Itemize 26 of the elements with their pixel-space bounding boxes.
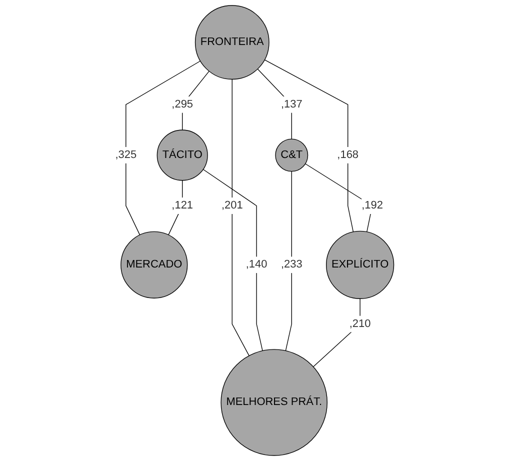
edge-label: ,201 [221,200,243,212]
edge-label: ,121 [172,200,194,212]
edge-label: ,168 [337,149,359,161]
node-circle: EXPLÍCITO [326,230,394,299]
node-circle: TÁCITO [156,130,208,181]
node-circle: MERCADO [120,231,188,298]
edge-label: ,140 [246,258,268,270]
edge-label: ,233 [280,258,302,270]
connector [182,70,210,130]
connector [202,169,263,352]
node-circle: C&T [275,138,308,172]
connector [257,68,292,140]
edge-label: ,295 [172,98,194,110]
node-circle: MELHORES PRÁT. [220,349,328,456]
node-circle: FRONTEIRA [194,5,270,80]
edge-label: ,210 [349,318,371,330]
connector [312,298,360,368]
connector [264,60,354,232]
edge-label: ,192 [362,200,383,212]
edge-label: ,137 [280,98,302,110]
connector [126,60,201,236]
edge-label: ,325 [115,149,137,161]
connector [285,170,292,352]
connector [168,180,183,236]
connector [232,78,250,356]
connector [304,163,373,232]
